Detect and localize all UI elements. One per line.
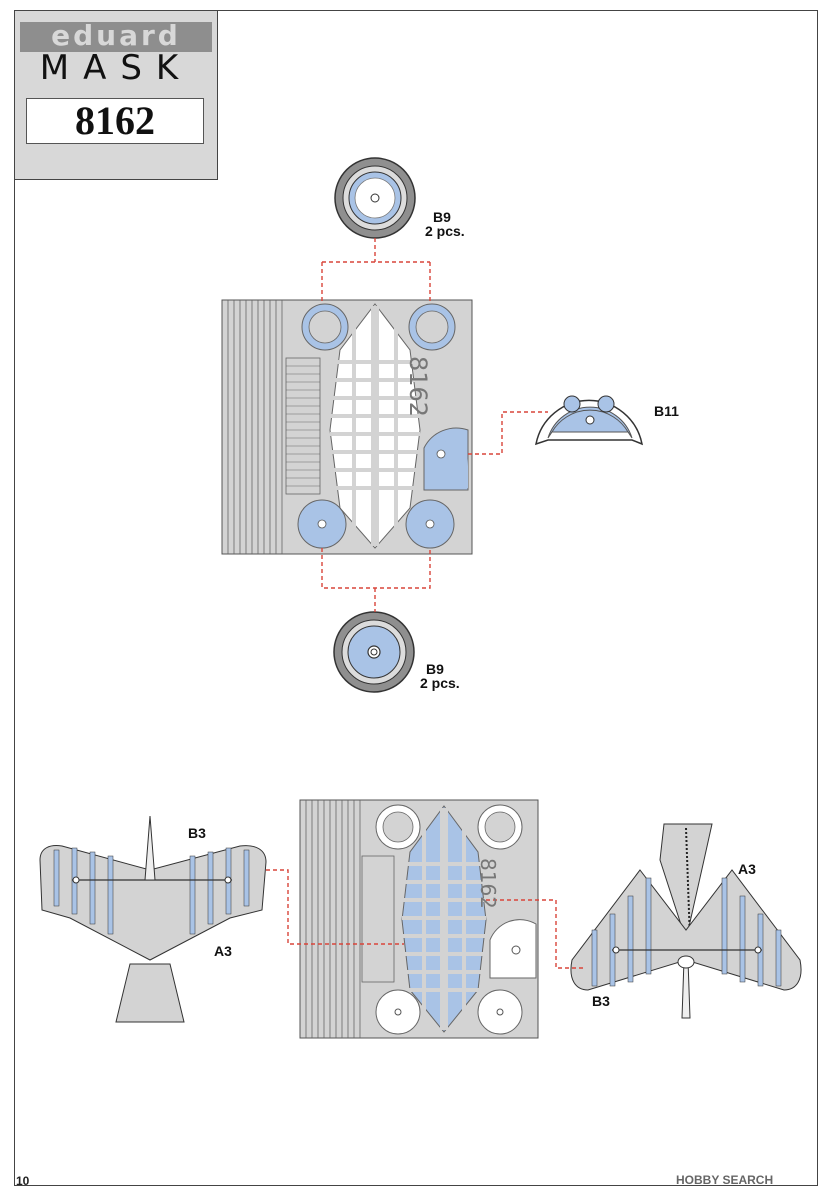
page-number: 10 bbox=[16, 1174, 30, 1188]
wheel-b9-top bbox=[334, 157, 416, 239]
label-b11: B11 bbox=[654, 403, 679, 419]
brand-mask-text: MASK bbox=[39, 48, 193, 88]
label-a3-right: A3 bbox=[738, 861, 756, 877]
sheet-imprint-top: 8162 bbox=[404, 356, 432, 418]
aircraft-right bbox=[570, 823, 802, 1019]
label-b9-bottom-qty: 2 pcs. bbox=[420, 675, 460, 691]
label-a3-left: A3 bbox=[214, 943, 232, 959]
wheel-b9-bottom bbox=[333, 611, 415, 693]
label-b3-right: B3 bbox=[592, 993, 610, 1009]
aircraft-left bbox=[39, 815, 267, 1023]
part-b11 bbox=[535, 395, 644, 446]
mask-sheet-top bbox=[221, 299, 473, 555]
mask-sheet-bottom bbox=[299, 799, 539, 1039]
brand-eduard-text: eduard bbox=[20, 22, 212, 52]
label-b3-left: B3 bbox=[188, 825, 206, 841]
label-b9-bottom: B9 bbox=[426, 661, 444, 677]
sheet-imprint-bottom: 8162 bbox=[476, 858, 500, 909]
page-frame bbox=[14, 10, 818, 1186]
label-b9-top-qty: 2 pcs. bbox=[425, 223, 465, 239]
watermark-text: HOBBY SEARCH bbox=[676, 1173, 774, 1187]
product-number: 8162 bbox=[26, 98, 204, 144]
leader-lines-bottom bbox=[266, 869, 586, 969]
leader-lines-top bbox=[321, 238, 548, 612]
label-b9-top: B9 bbox=[433, 209, 451, 225]
